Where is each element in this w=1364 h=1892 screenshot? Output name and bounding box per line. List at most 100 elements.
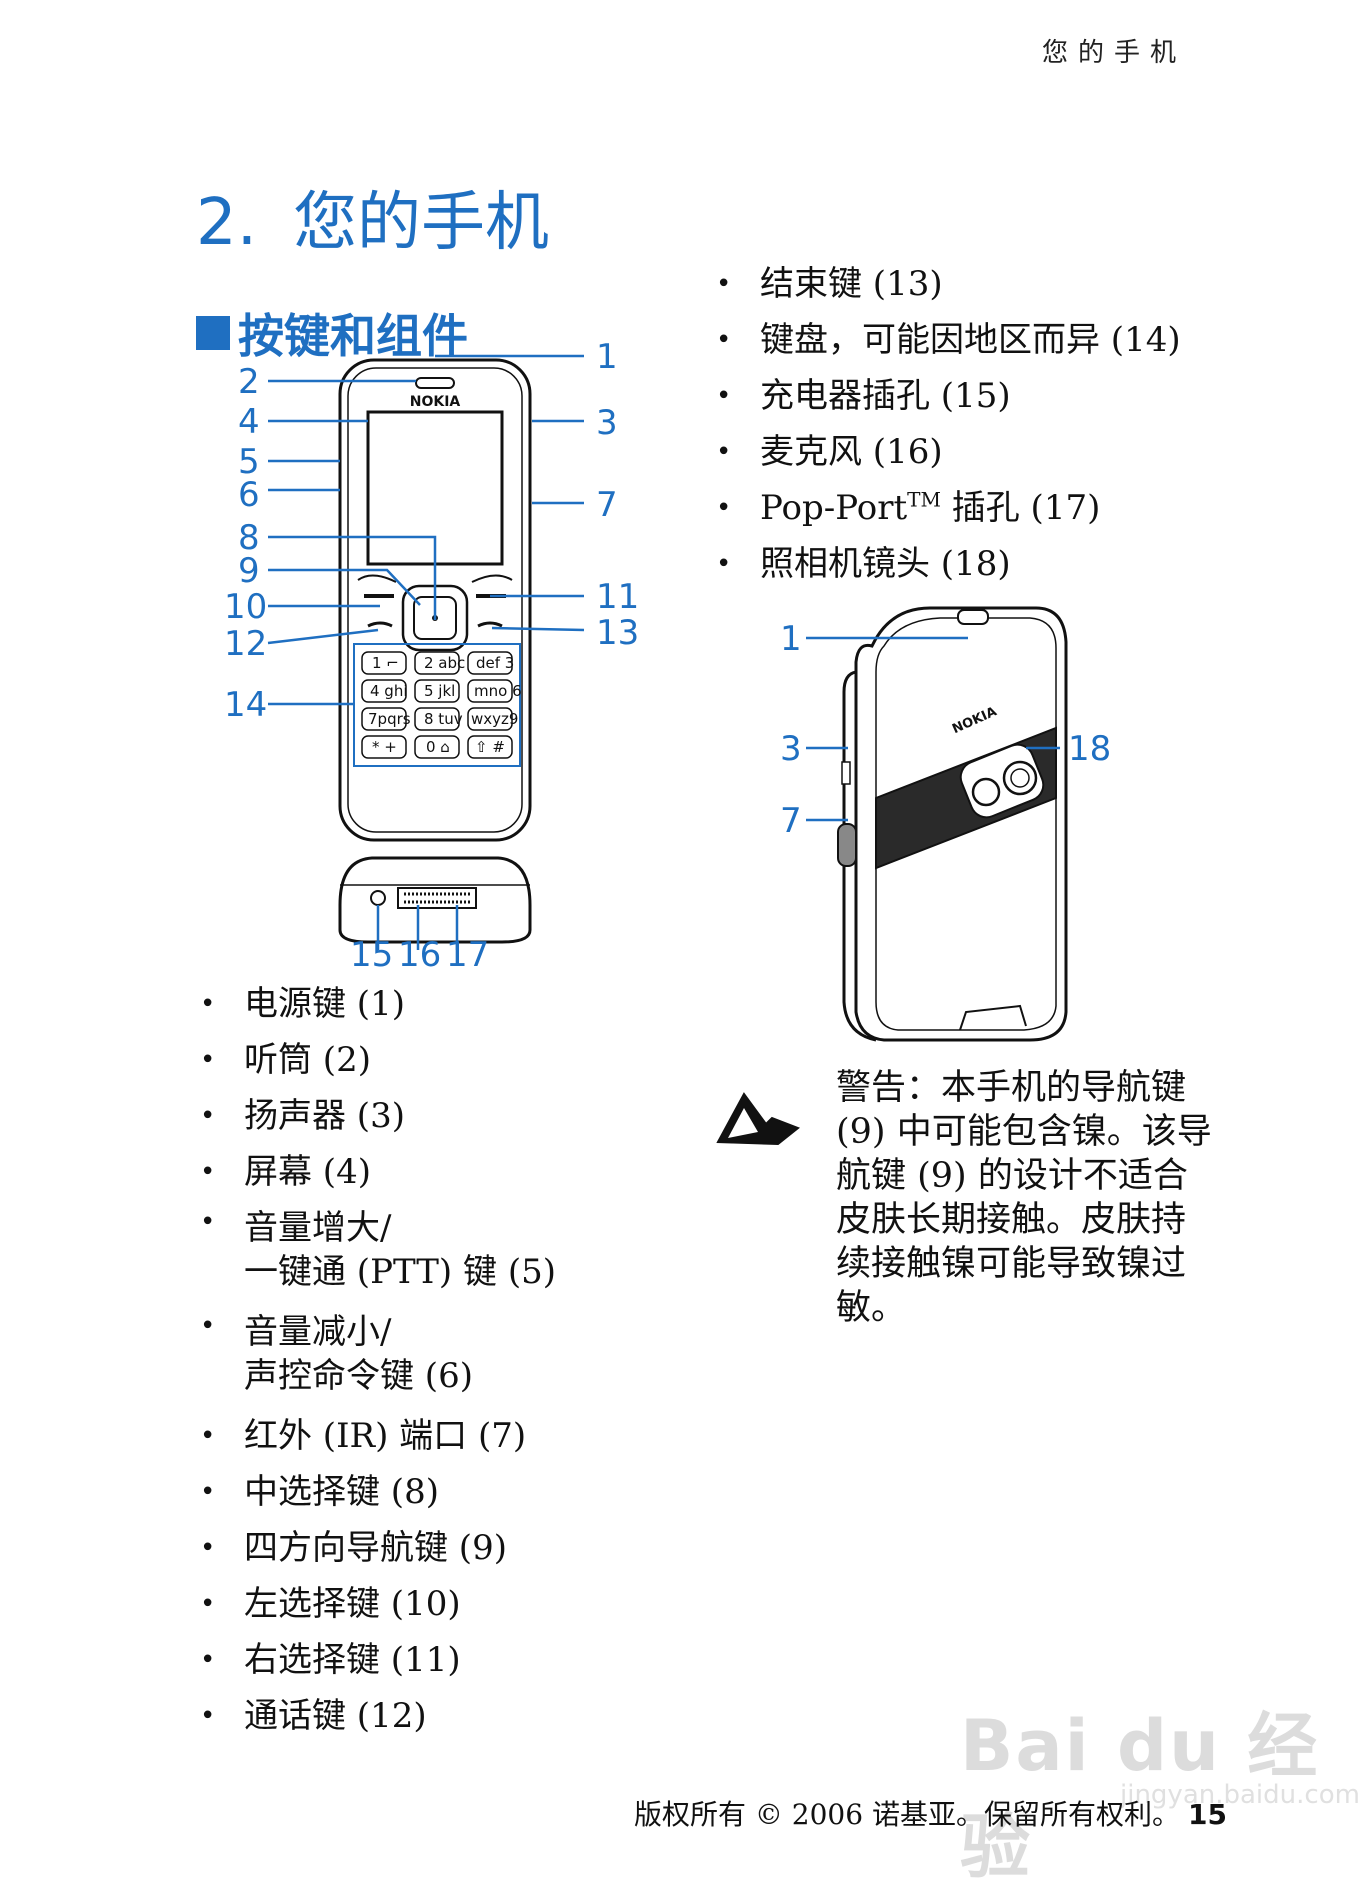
list-item: 键盘，可能因地区而异 (14) [712, 312, 1232, 368]
back-phone-figure: NOKIA 1 3 7 18 [780, 602, 1111, 1052]
list-item-line2: 一键通 (PTT) 键 (5) [244, 1252, 556, 1292]
back-callout-1: 1 [780, 619, 802, 659]
list-item-line1: 音量增大/ [244, 1208, 392, 1248]
front-callout-3: 3 [596, 403, 618, 443]
key-4 [361, 679, 407, 703]
phone-body-inner [347, 367, 523, 833]
key-2-label: 2 abc [424, 654, 465, 672]
key-7 [361, 707, 407, 731]
list-item: 麦克风 (16) [712, 424, 1232, 480]
list-item: 照相机镜头 (18) [712, 536, 1232, 592]
list-item-line1: 音量减小/ [244, 1312, 392, 1352]
call-key [367, 621, 393, 628]
front-callout-17: 17 [446, 935, 489, 975]
parts-list-right: 结束键 (13) 键盘，可能因地区而异 (14) 充电器插孔 (15) 麦克风 … [712, 256, 1232, 592]
copyright-text: 版权所有 © 2006 诺基亚。保留所有权利。 [634, 1798, 1180, 1831]
front-callout-14: 14 [224, 685, 267, 725]
back-callout-7: 7 [780, 801, 802, 841]
list-item-line2: 声控命令键 (6) [244, 1356, 473, 1396]
front-callout-15: 15 [350, 935, 393, 975]
key-star-label: * + [372, 738, 397, 756]
warning-body: 本手机的导航键 (9) 中可能包含镍。该导航键 (9) 的设计不适合皮肤长期接触… [836, 1068, 1212, 1328]
key-0 [414, 735, 460, 759]
keypad: 1 ⌐ 2 abc def 3 4 ghi 5 jkl mno 6 7pqrs … [361, 651, 522, 759]
list-item: 听筒 (2) [196, 1032, 696, 1088]
key-3 [467, 651, 513, 675]
key-6 [467, 679, 513, 703]
key-1 [361, 651, 407, 675]
section-title: 按键和组件 [196, 300, 468, 366]
key-8 [414, 707, 460, 731]
front-callout-10: 10 [224, 587, 267, 627]
list-item: 红外 (IR) 端口 (7) [196, 1408, 696, 1464]
front-brand-logo: NOKIA [410, 394, 461, 410]
list-item: 音量减小/ 声控命令键 (6) [196, 1304, 696, 1408]
list-item: 音量增大/ 一键通 (PTT) 键 (5) [196, 1200, 696, 1304]
list-item: 结束键 (13) [712, 256, 1232, 312]
back-callout-18: 18 [1068, 729, 1111, 769]
watermark-url: jingyan.baidu.com [1120, 1780, 1360, 1810]
key-9 [467, 707, 513, 731]
front-callout-5: 5 [238, 442, 260, 482]
list-item: 充电器插孔 (15) [712, 368, 1232, 424]
warning-label: 警告： [836, 1068, 942, 1108]
trademark-mark: TM [907, 487, 941, 512]
front-callout-4: 4 [238, 402, 260, 442]
pop-port-pins [404, 892, 472, 904]
list-item: 左选择键 (10) [196, 1576, 696, 1632]
page-footer: 版权所有 © 2006 诺基亚。保留所有权利。15 [634, 1793, 1227, 1833]
key-9-label: wxyz9 [471, 710, 518, 728]
front-callout-13: 13 [596, 613, 639, 653]
back-power-key [957, 609, 989, 625]
camera-flash [971, 777, 1001, 807]
front-callout-lines [267, 354, 585, 950]
key-0-label: 0 ⌂ [426, 738, 450, 756]
key-star [361, 735, 407, 759]
nav-surround [357, 574, 513, 583]
chapter-title-text: 您的手机 [293, 185, 550, 260]
list-item: Pop-PortTM 插孔 (17) [712, 480, 1232, 536]
list-item: 四方向导航键 (9) [196, 1520, 696, 1576]
front-callout-1: 1 [596, 337, 618, 377]
back-panel-edge [875, 617, 1057, 1031]
back-callout-3: 3 [780, 729, 802, 769]
key-5-label: 5 jkl [424, 682, 455, 700]
list-item: 电源键 (1) [196, 976, 696, 1032]
running-head: 您的手机 [1041, 38, 1186, 68]
front-callout-6: 6 [238, 475, 260, 515]
key-hash [467, 735, 513, 759]
pop-port-suffix: 插孔 (17) [940, 488, 1101, 528]
pop-port-name: Pop-Port [760, 488, 908, 528]
key-6-label: mno 6 [474, 682, 522, 700]
back-phone-diagram: NOKIA 1 3 7 18 [780, 606, 1111, 1042]
section-title-text: 按键和组件 [238, 309, 468, 364]
list-item: 屏幕 (4) [196, 1144, 696, 1200]
front-phone-diagram: NOKIA 1 ⌐ 2 abc def 3 4 ghi 5 jkl mno 6 [224, 337, 639, 975]
key-3-label: def 3 [476, 654, 514, 672]
list-item: 右选择键 (11) [196, 1632, 696, 1688]
bottom-latch [959, 1004, 1027, 1031]
key-1-label: 1 ⌐ [372, 654, 399, 672]
list-item: 扬声器 (3) [196, 1088, 696, 1144]
warning-block: 警告：本手机的导航键 (9) 中可能包含镍。该导航键 (9) 的设计不适合皮肤长… [714, 1066, 1234, 1330]
key-5 [414, 679, 460, 703]
key-hash-label: ⇧ # [475, 738, 505, 756]
back-callout-lines [806, 636, 1060, 822]
warning-text: 警告：本手机的导航键 (9) 中可能包含镍。该导航键 (9) 的设计不适合皮肤长… [836, 1066, 1216, 1330]
key-7-label: 7pqrs [368, 710, 411, 728]
pop-port [397, 887, 477, 909]
chapter-number: 2. [196, 185, 258, 260]
front-callout-8: 8 [238, 518, 260, 558]
front-phone-figure: NOKIA 1 ⌐ 2 abc def 3 4 ghi 5 jkl mno 6 [224, 330, 652, 980]
side-speaker [841, 761, 851, 785]
front-callout-9: 9 [238, 551, 260, 591]
front-callout-16: 16 [398, 935, 441, 975]
warning-hand-icon [716, 1092, 800, 1146]
chapter-title: 2. 您的手机 [196, 171, 549, 263]
end-key [477, 621, 503, 628]
key-8-label: 8 tuv [424, 710, 463, 728]
front-callout-2: 2 [238, 362, 260, 402]
ir-port [837, 823, 857, 867]
front-callout-7: 7 [596, 485, 618, 525]
key-2 [414, 651, 460, 675]
